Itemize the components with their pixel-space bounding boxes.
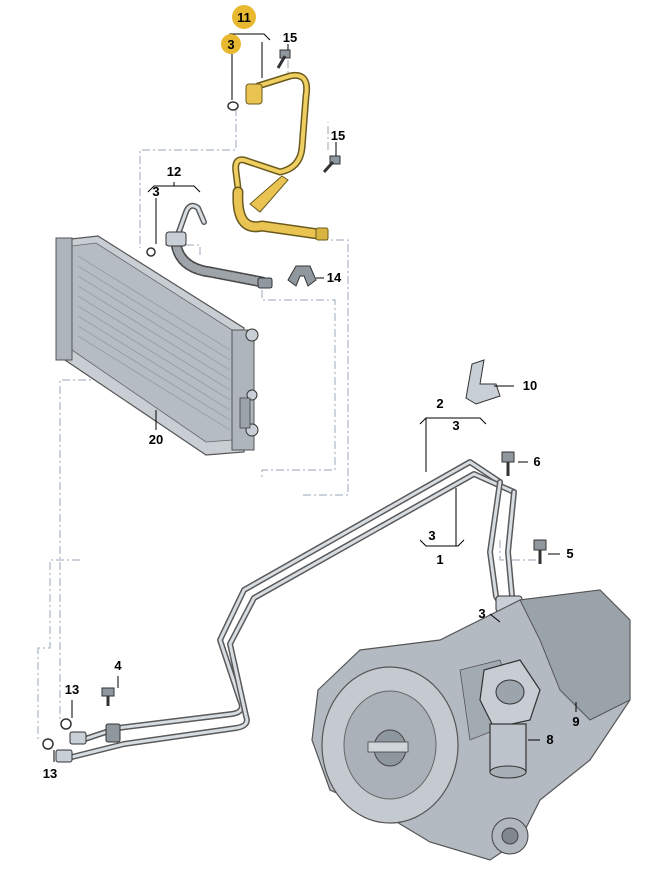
- o-ring-top: [227, 101, 239, 111]
- label-1: 1: [436, 552, 443, 567]
- bolts-upper: [146, 49, 341, 257]
- label-3-right-bottom: 3: [428, 528, 435, 543]
- cooler-hose-upper: [232, 71, 329, 241]
- label-13-bottom: 13: [43, 766, 57, 781]
- label-11: 11: [237, 10, 251, 25]
- bolt-4: [101, 687, 115, 706]
- label-9: 9: [572, 714, 579, 729]
- label-15-mid: 15: [331, 128, 345, 143]
- label-12: 12: [167, 164, 181, 179]
- highlight-3: [221, 34, 241, 54]
- label-15-top: 15: [283, 30, 297, 45]
- label-14: 14: [327, 270, 342, 285]
- label-4: 4: [114, 658, 122, 673]
- label-20: 20: [149, 432, 163, 447]
- bolt-5: [533, 539, 547, 564]
- bolt-15-top: [276, 49, 291, 69]
- bolt-15-mid: [322, 155, 341, 174]
- oil-filter-housing: [479, 659, 541, 779]
- label-3-trans: 3: [478, 606, 485, 621]
- o-ring-13-bottom: [42, 738, 54, 750]
- label-8: 8: [546, 732, 553, 747]
- label-2: 2: [436, 396, 443, 411]
- bracket: [465, 359, 501, 405]
- label-5: 5: [566, 546, 573, 561]
- highlight-11: [232, 5, 256, 29]
- oil-lines: [55, 459, 523, 763]
- label-6: 6: [533, 454, 540, 469]
- cooler-hose-left: [165, 202, 273, 289]
- label-3-top: 3: [227, 37, 234, 52]
- hose-clip: [287, 265, 317, 287]
- transmission: [311, 589, 631, 861]
- label-10: 10: [523, 378, 537, 393]
- label-3-left: 3: [152, 184, 159, 199]
- o-ring-13-top: [60, 718, 72, 730]
- radiator: [55, 235, 259, 456]
- label-3-right-top: 3: [452, 418, 459, 433]
- label-13-top: 13: [65, 682, 79, 697]
- leader-lines: [53, 33, 577, 762]
- callout-labels: 11 3 15 15 12 3 14 20 10 2 3 6 3 1 5 3 4…: [43, 5, 580, 781]
- o-ring-left: [146, 247, 156, 257]
- bolt-6: [501, 451, 515, 476]
